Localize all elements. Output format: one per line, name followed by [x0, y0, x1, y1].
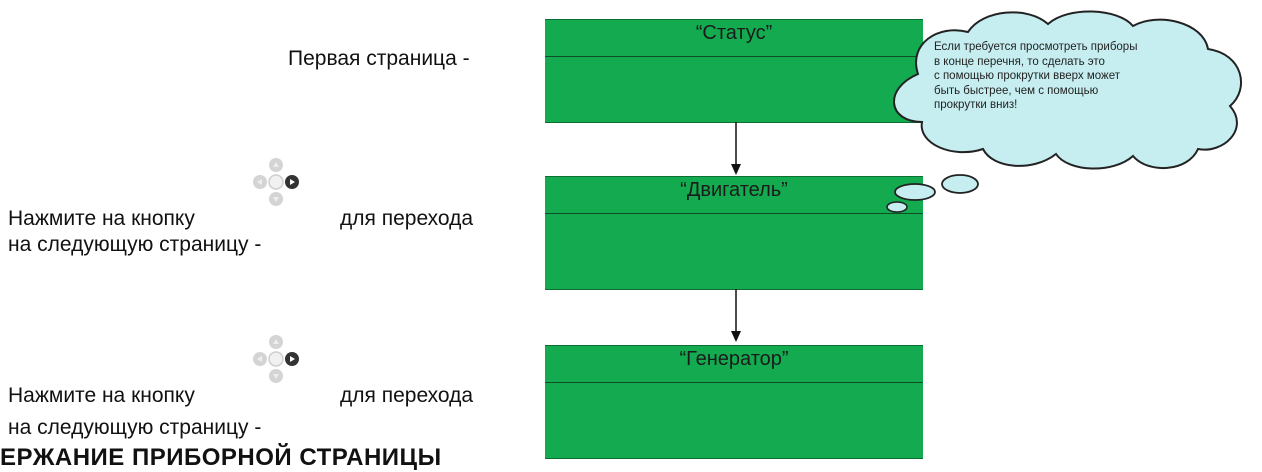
box-divider [545, 382, 923, 383]
down-arrow-icon [731, 122, 741, 175]
cloud-line: быть быстрее, чем с помощью [934, 84, 1099, 97]
generator-box-title: “Генератор” [679, 348, 789, 370]
first-page-label: Первая страница - [288, 47, 470, 70]
cloud-tip-text: Если требуется просмотреть приборы в кон… [934, 40, 1234, 113]
cloud-line: прокрутки вниз! [934, 99, 1018, 111]
press-button-label-1: Нажмите на кнопку [8, 206, 195, 231]
dpad-icon [253, 158, 299, 206]
box-divider [545, 213, 923, 214]
cloud-line: с помощью прокрутки вверх может [934, 70, 1120, 82]
section-title: ЕРЖАНИЕ ПРИБОРНОЙ СТРАНИЦЫ [0, 444, 442, 471]
press-button-label-2: Нажмите на кнопку [8, 383, 195, 408]
press-button-text: Нажмите на кнопку [8, 207, 195, 230]
engine-box-title: “Двигатель” [680, 179, 788, 201]
press-button-text: Нажмите на кнопку [8, 384, 195, 407]
generator-page-box: “Генератор” [545, 345, 923, 459]
cloud-line: Если требуется просмотреть приборы [934, 41, 1138, 53]
next-page-label-2: на следующую страницу - [8, 416, 262, 439]
engine-page-box: “Двигатель” [545, 176, 923, 290]
cloud-line: в конце перечня, то сделать это [934, 55, 1105, 68]
box-divider [545, 56, 923, 57]
dpad-icon [253, 335, 299, 383]
thought-cloud [886, 10, 1242, 213]
down-arrow-icon [731, 289, 741, 342]
to-go-label-2: для перехода [340, 384, 474, 407]
to-go-label-1: для перехода [340, 207, 474, 230]
status-box-title: “Статус” [695, 22, 773, 44]
next-page-label-1: на следующую страницу - [8, 233, 262, 256]
status-page-box: “Статус” [545, 19, 923, 123]
